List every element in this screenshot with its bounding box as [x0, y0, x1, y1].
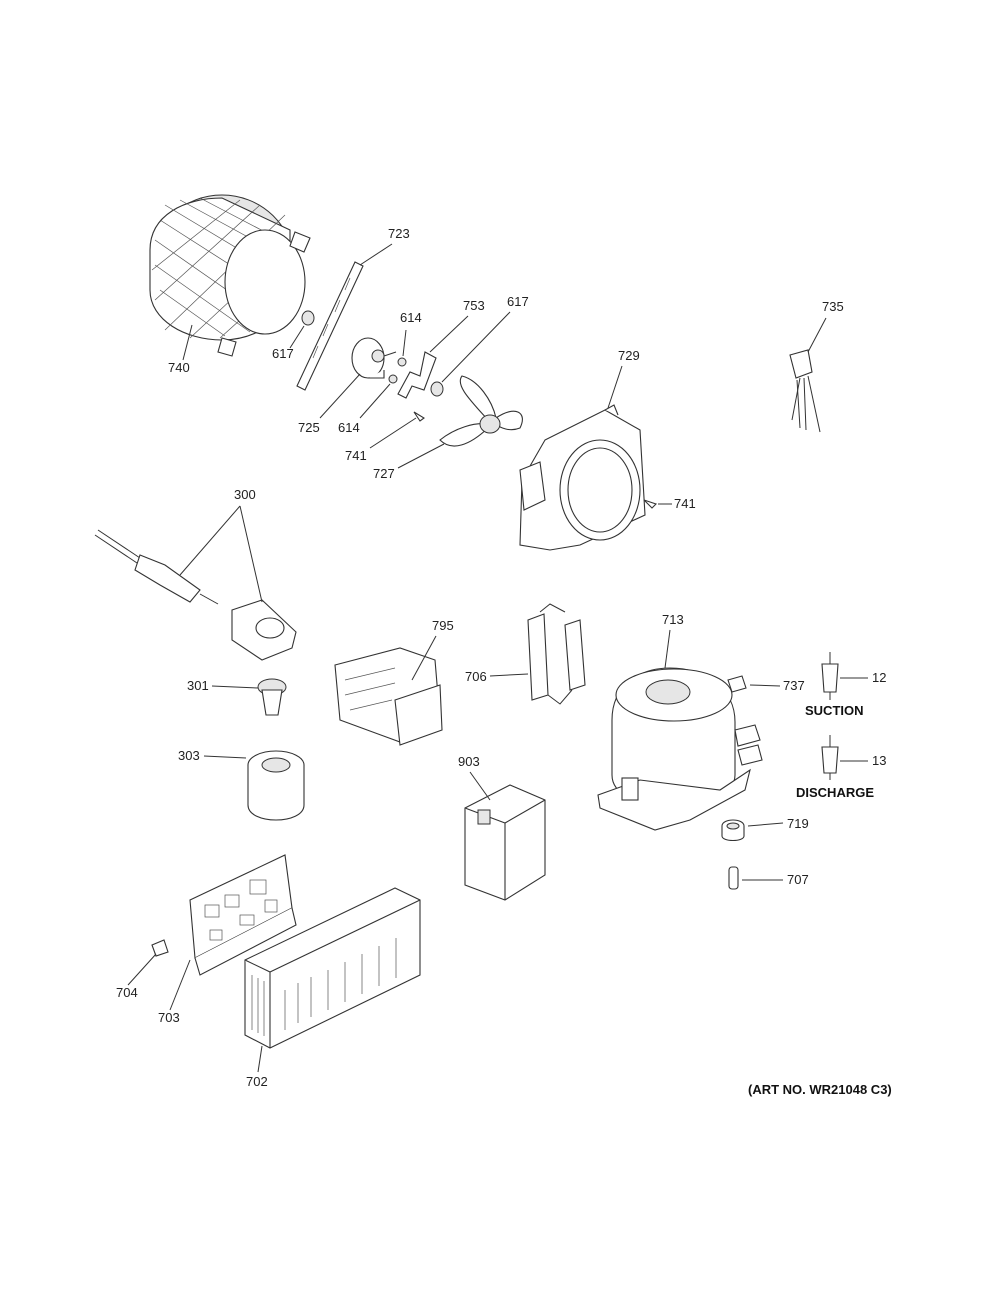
drain-heater-300 [94, 529, 297, 661]
grommet-719 [721, 819, 745, 842]
screw-741-right [643, 499, 658, 509]
label-903: 903 [458, 754, 480, 769]
label-617-right: 617 [507, 294, 529, 309]
caption-discharge: DISCHARGE [796, 785, 874, 800]
label-753: 753 [463, 298, 485, 313]
sensor-735 [789, 349, 821, 433]
label-614-bottom: 614 [338, 420, 360, 435]
label-13: 13 [872, 753, 886, 768]
bracket-723 [296, 261, 364, 391]
label-740: 740 [168, 360, 190, 375]
label-737: 737 [783, 678, 805, 693]
label-735: 735 [822, 299, 844, 314]
label-704: 704 [116, 985, 138, 1000]
caption-suction: SUCTION [805, 703, 864, 718]
label-727: 727 [373, 466, 395, 481]
clip-737 [727, 675, 747, 693]
label-301: 301 [187, 678, 209, 693]
cover-702 [244, 887, 421, 1049]
label-617-left: 617 [272, 346, 294, 361]
control-board-703 [189, 854, 297, 976]
label-707: 707 [787, 872, 809, 887]
condenser-coil-740 [149, 194, 311, 357]
label-713: 713 [662, 612, 684, 627]
cap-301 [257, 678, 287, 716]
drier-706 [527, 603, 586, 705]
label-702: 702 [246, 1074, 268, 1089]
label-741-right: 741 [674, 496, 696, 511]
compressor-713 [597, 667, 763, 831]
fan-motor-725 [351, 337, 397, 379]
filter-303 [247, 750, 305, 821]
fan-shroud-729 [519, 404, 646, 551]
connector-704 [151, 939, 169, 957]
label-12: 12 [872, 670, 886, 685]
label-795: 795 [432, 618, 454, 633]
suction-fitting-12 [821, 652, 839, 700]
module-903 [464, 784, 546, 901]
screw-614-top [397, 357, 407, 367]
art-number: (ART NO. WR21048 C3) [748, 1082, 892, 1097]
control-795 [334, 647, 443, 746]
label-706: 706 [465, 669, 487, 684]
label-723: 723 [388, 226, 410, 241]
nut-617-right [430, 381, 444, 397]
label-703: 703 [158, 1010, 180, 1025]
discharge-fitting-13 [821, 735, 839, 780]
label-719: 719 [787, 816, 809, 831]
sleeve-707 [728, 866, 739, 890]
label-725: 725 [298, 420, 320, 435]
label-729: 729 [618, 348, 640, 363]
label-614-top: 614 [400, 310, 422, 325]
label-303: 303 [178, 748, 200, 763]
label-741-left: 741 [345, 448, 367, 463]
label-300: 300 [234, 487, 256, 502]
nut-617-left [301, 310, 315, 326]
screw-741-left [413, 411, 425, 422]
fan-blade-727 [439, 375, 523, 447]
motor-bracket-753 [397, 351, 437, 399]
screw-614-bottom [388, 374, 398, 384]
